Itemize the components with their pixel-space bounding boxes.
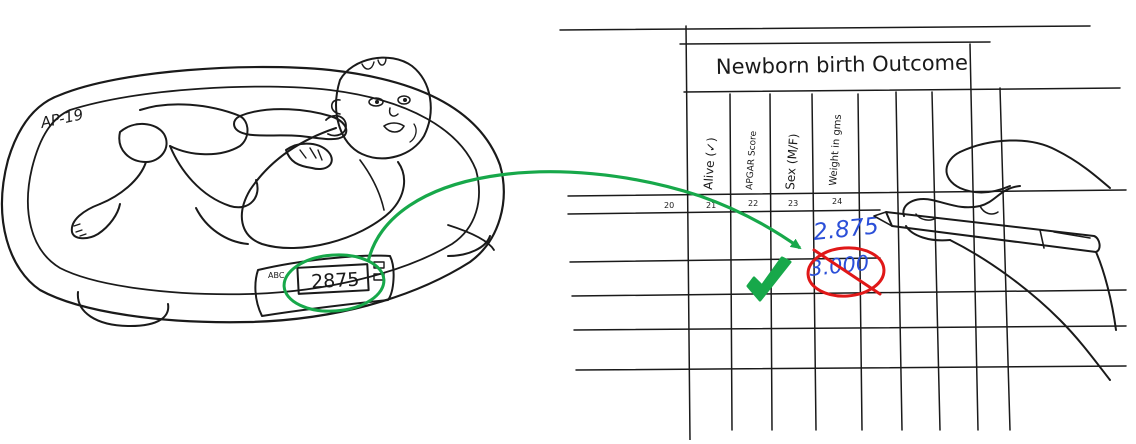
column-number: 24 — [832, 197, 842, 206]
column-header-apgar: APGAR Score — [745, 130, 759, 190]
hand-with-pen — [874, 140, 1116, 380]
column-header-weight: Weight in gms — [828, 114, 844, 186]
scale-brand-mark: ABC — [268, 271, 285, 280]
scale-body-script: AP-19 — [38, 105, 85, 132]
written-weight: 2.875 — [812, 213, 880, 246]
arrow-icon — [368, 172, 800, 262]
register-title: Newborn birth Outcome — [716, 51, 968, 79]
column-number: 22 — [748, 199, 758, 208]
column-header-sex: Sex (M/F) — [783, 133, 801, 190]
column-number: 20 — [664, 201, 674, 210]
scale-display-reading: 2875 — [311, 269, 360, 294]
column-header-alive: Alive (✓) — [701, 137, 719, 190]
column-number: 23 — [788, 199, 798, 208]
